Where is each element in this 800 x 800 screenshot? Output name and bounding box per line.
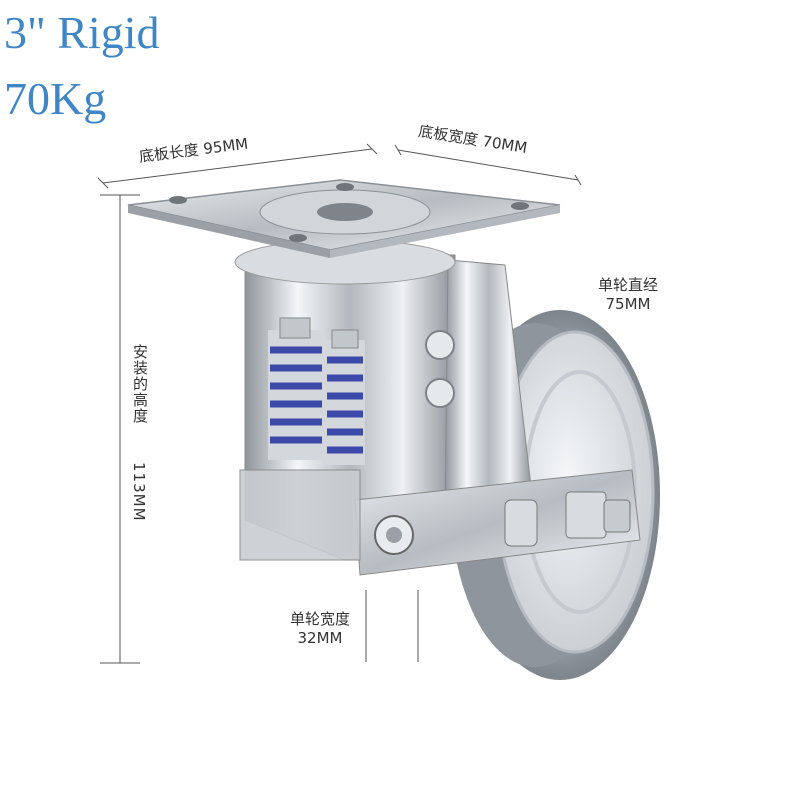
wheel-diameter-label: 单轮直经 75MM (598, 276, 658, 314)
install-height-value: 113MM (130, 462, 148, 522)
product-title-line1: 3" Rigid (4, 7, 160, 58)
wheel-width-value: 32MM (297, 628, 343, 647)
shock-springs (268, 317, 365, 465)
wheel-diameter-text: 单轮直经 (598, 276, 659, 294)
wheel-diameter-value: 75MM (605, 294, 651, 313)
mounting-plate (127, 179, 561, 258)
product-title-line2: 70Kg (4, 73, 107, 124)
install-height-text: 安装的高度 (131, 344, 149, 424)
wheel-width-label: 单轮宽度 32MM (290, 610, 350, 648)
housing-bolts (425, 330, 455, 408)
axle-bracket (239, 469, 641, 576)
wheel-width-text: 单轮宽度 (290, 610, 351, 628)
